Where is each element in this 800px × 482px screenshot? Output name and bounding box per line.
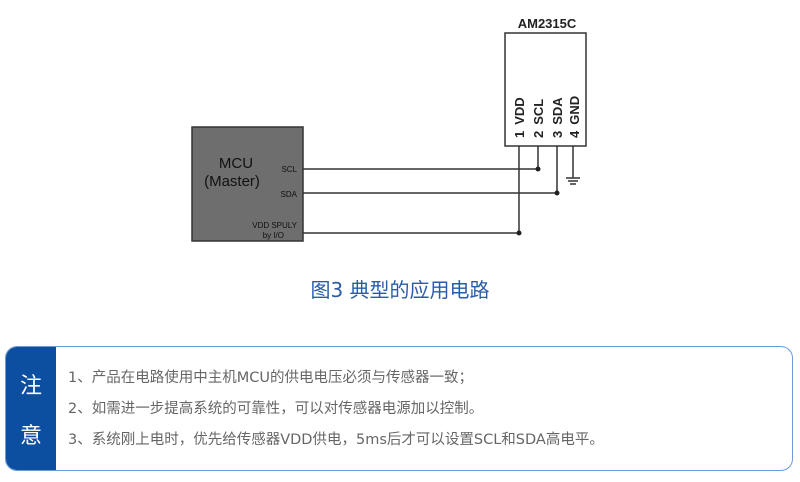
note-line: 3、系统刚上电时，优先给传感器VDD供电，5ms后才可以设置SCL和SDA高电平… — [68, 432, 604, 448]
mcu-pin-vdd: VDD SPULY — [252, 221, 297, 230]
sensor-box — [504, 32, 587, 147]
note-title: 注 意 — [6, 347, 56, 470]
mcu-pin-sda: SDA — [281, 190, 298, 199]
note-box: 注 意 1、产品在电路使用中主机MCU的供电电压必须与传感器一致； 2、如需进一… — [5, 346, 793, 471]
pin-1-label: 1VDD — [512, 97, 527, 138]
pin-4-label: 4GND — [567, 96, 582, 138]
mcu-pin-scl: SCL — [281, 165, 297, 174]
note-line: 2、如需进一步提高系统的可靠性，可以对传感器电源加以控制。 — [68, 401, 484, 417]
mcu-title: MCU — [219, 155, 253, 172]
note-title-char: 注 — [19, 373, 42, 399]
note-title-char: 意 — [19, 423, 42, 449]
note-line: 1、产品在电路使用中主机MCU的供电电压必须与传感器一致； — [68, 370, 473, 386]
mcu-pin-vdd-io: by I/O — [263, 231, 284, 240]
mcu-box — [191, 126, 304, 242]
junction-vdd — [516, 230, 522, 236]
junction-scl — [535, 166, 541, 172]
junction-sda — [554, 190, 560, 196]
pin-2-label: 2SCL — [531, 99, 546, 138]
wires — [303, 146, 580, 234]
pin-3-label: 3SDA — [550, 97, 565, 138]
circuit-diagram: AM2315C 1VDD 2SCL 3SDA 4GND MCU (Master)… — [191, 16, 587, 242]
figure-caption: 图3 典型的应用电路 — [310, 278, 490, 302]
sensor-name: AM2315C — [518, 16, 577, 31]
mcu-subtitle: (Master) — [204, 173, 260, 190]
